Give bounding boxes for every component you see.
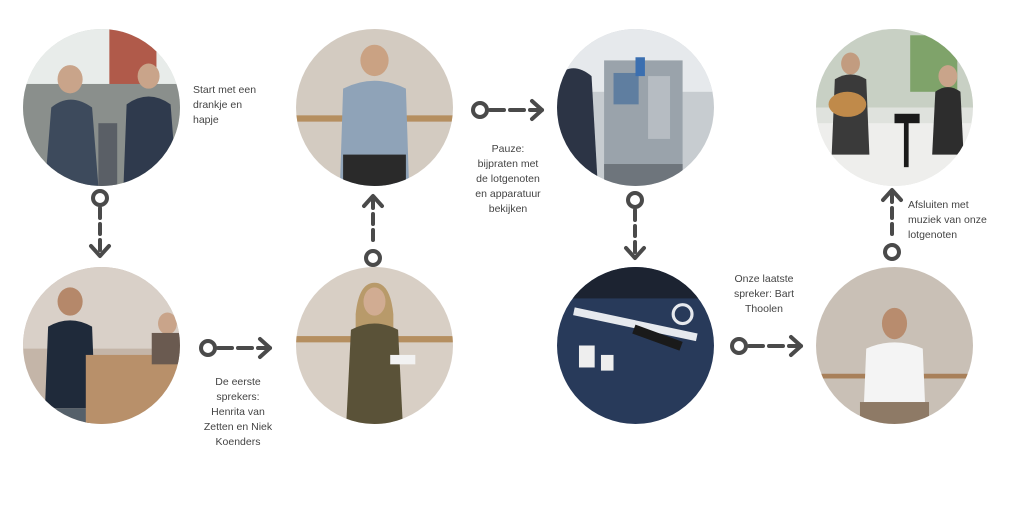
photo-speaker-man [296, 29, 453, 186]
photo-reception [23, 29, 180, 186]
connector-right-2 [470, 94, 546, 126]
caption-line: Pauze: [491, 143, 525, 155]
caption-last-speaker: Onze laatste spreker: Bart Thoolen [722, 272, 806, 317]
caption-line: lotgenoten [908, 229, 958, 241]
caption-line: Thoolen [745, 303, 783, 315]
photo-musicians [816, 29, 973, 186]
connector-right-1 [198, 332, 274, 364]
caption-first-speakers: De eerste sprekers: Henrita van Zetten e… [196, 375, 280, 450]
caption-line: en apparatuur [475, 188, 541, 200]
caption-line: spreker: Bart [733, 288, 795, 300]
connector-up-2 [876, 186, 908, 264]
caption-line: hapje [193, 114, 219, 126]
caption-line: Onze laatste [734, 273, 794, 285]
caption-line: Zetten en Niek [203, 421, 273, 433]
connector-up-1 [357, 192, 389, 270]
caption-line: Koenders [215, 436, 261, 448]
photo-tubes [557, 267, 714, 424]
caption-line: bekijken [488, 203, 528, 215]
caption-break: Pauze: bijpraten met de lotgenoten en ap… [466, 142, 550, 217]
caption-line: De eerste [215, 376, 261, 388]
photo-equipment [557, 29, 714, 186]
caption-line: drankje en [193, 99, 243, 111]
caption-line: Afsluiten met [908, 199, 969, 211]
caption-line: Henrita van [211, 406, 265, 418]
connector-down-1 [84, 186, 116, 264]
connector-down-2 [619, 188, 651, 266]
caption-start: Start met een drankje en hapje [193, 83, 256, 128]
caption-line: sprekers: [216, 391, 260, 403]
caption-closing: Afsluiten met muziek van onze lotgenoten [908, 198, 987, 243]
caption-line: muziek van onze [908, 214, 987, 226]
caption-line: de lotgenoten [476, 173, 540, 185]
connector-right-3 [729, 330, 805, 362]
caption-line: bijpraten met [477, 158, 539, 170]
photo-first-speaker [23, 267, 180, 424]
caption-line: Start met een [193, 84, 257, 96]
photo-last-speaker [816, 267, 973, 424]
photo-speaker-woman [296, 267, 453, 424]
